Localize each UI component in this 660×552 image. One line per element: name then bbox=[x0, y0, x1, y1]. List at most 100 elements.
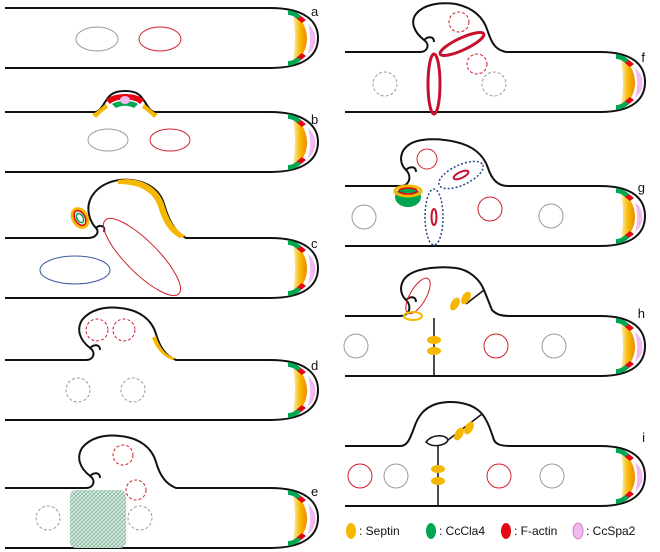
legend-label: : F-actin bbox=[514, 524, 557, 538]
septin-tip-cap bbox=[292, 242, 308, 294]
hypha-outline bbox=[5, 306, 320, 421]
panel-label: d bbox=[311, 358, 318, 373]
cla4-tip-mark bbox=[288, 490, 301, 499]
actin-tip-mark bbox=[625, 194, 634, 201]
nucleus-migrating bbox=[103, 218, 181, 296]
nucleus bbox=[539, 463, 565, 489]
cla4-tip-mark bbox=[288, 537, 301, 546]
clamp-hook-tip bbox=[405, 296, 417, 303]
septin-ring bbox=[92, 104, 108, 118]
septum-region bbox=[70, 490, 126, 548]
legend-item-cccla4: : CcCla4 bbox=[426, 523, 485, 539]
septin-dot bbox=[427, 347, 441, 355]
septin-dot bbox=[464, 421, 474, 435]
nucleus bbox=[351, 204, 377, 230]
cla4-tip-mark bbox=[288, 114, 301, 123]
cla4-tip-mark bbox=[288, 409, 301, 418]
clamp-hook-tip bbox=[89, 344, 101, 351]
actin-tip-mark bbox=[297, 496, 306, 503]
nucleus bbox=[149, 128, 191, 152]
cla4-tip-mark bbox=[616, 365, 629, 374]
nucleus bbox=[481, 71, 507, 97]
clamp-hook-tip bbox=[405, 166, 417, 173]
actin-tip-mark bbox=[297, 368, 306, 375]
nucleus bbox=[112, 444, 134, 466]
legend-item-ccspa2: : CcSpa2 bbox=[572, 522, 636, 540]
panel-label: g bbox=[638, 180, 645, 195]
nucleus bbox=[75, 26, 119, 52]
cla4-tip-mark bbox=[616, 188, 629, 197]
cla4-tip-mark bbox=[616, 54, 629, 63]
actin-tip-mark bbox=[297, 246, 306, 253]
spa2-tip-cap bbox=[308, 254, 316, 284]
panel-label: f bbox=[641, 50, 645, 65]
nucleus bbox=[87, 128, 129, 152]
actin-tip-mark bbox=[625, 60, 634, 67]
septin-tip-cap bbox=[292, 116, 308, 168]
actin-tip-mark bbox=[297, 120, 306, 127]
septin-tip-cap bbox=[620, 320, 636, 372]
panel-label: a bbox=[311, 4, 319, 19]
actin-tip-mark bbox=[297, 16, 306, 23]
cla4-tip-mark bbox=[616, 318, 629, 327]
actin-tip-mark bbox=[625, 454, 634, 461]
nucleus bbox=[65, 377, 91, 403]
actin-tip-mark bbox=[297, 533, 306, 540]
septin-clamp-band bbox=[118, 179, 186, 238]
actin-tip-mark bbox=[297, 157, 306, 164]
spa2-tip-cap bbox=[635, 202, 643, 232]
actin-tip-mark bbox=[625, 324, 634, 331]
actin-ring-septum bbox=[438, 30, 486, 58]
panel-e: e bbox=[5, 434, 320, 549]
factin-swatch-icon bbox=[501, 523, 511, 539]
septin-dot bbox=[454, 427, 464, 441]
actin-ring-septum bbox=[426, 52, 442, 116]
spa2-tip-cap bbox=[308, 376, 316, 406]
cla4-tip-mark bbox=[288, 287, 301, 296]
spa2-tip-cap bbox=[635, 68, 643, 98]
legend-item-factin: : F-actin bbox=[501, 523, 557, 539]
cla4-tip-mark bbox=[288, 161, 301, 170]
legend-label: : CcCla4 bbox=[439, 524, 485, 538]
spa2-tip-cap bbox=[635, 462, 643, 492]
panel-b: b bbox=[5, 90, 320, 173]
clamp-septum-complex bbox=[393, 184, 423, 207]
nucleus-migrating-group bbox=[424, 188, 444, 246]
nucleus-envelope bbox=[424, 188, 444, 246]
septin-ring bbox=[70, 207, 90, 229]
clamp-hook-tip bbox=[89, 472, 101, 479]
panel-label: i bbox=[642, 430, 645, 445]
spa2-tip-cap bbox=[308, 24, 316, 54]
panel-h: h bbox=[343, 266, 647, 377]
panel-label: c bbox=[311, 236, 318, 251]
panel-label: e bbox=[311, 484, 318, 499]
septin-dot bbox=[461, 291, 471, 305]
hyphal-tip bbox=[288, 114, 316, 170]
hypha-outline bbox=[345, 266, 647, 377]
nucleus bbox=[486, 463, 512, 489]
hypha-outline bbox=[5, 7, 320, 69]
hyphal-tip bbox=[288, 240, 316, 296]
actin-ring bbox=[73, 209, 87, 227]
actin-ring bbox=[452, 169, 470, 181]
actin-tip-mark bbox=[297, 405, 306, 412]
nucleus bbox=[120, 377, 146, 403]
cla4-tip-mark bbox=[616, 495, 629, 504]
cla4-tip-mark bbox=[288, 362, 301, 371]
nucleus bbox=[483, 333, 509, 359]
panel-i: i bbox=[345, 401, 647, 507]
septum bbox=[447, 413, 483, 441]
hyphal-tip bbox=[288, 362, 316, 418]
septin-dot bbox=[431, 477, 445, 485]
hyphal-tip bbox=[288, 10, 316, 66]
septin-dot bbox=[450, 297, 460, 311]
panel-a: a bbox=[5, 4, 320, 69]
nucleus bbox=[477, 196, 503, 222]
septin-ring bbox=[403, 311, 423, 321]
actin-tip-mark bbox=[625, 97, 634, 104]
septin-ring bbox=[142, 104, 158, 118]
hypha-outline bbox=[345, 138, 647, 247]
clamp-tip-complex bbox=[70, 207, 90, 229]
septin-swatch-icon bbox=[346, 523, 356, 539]
